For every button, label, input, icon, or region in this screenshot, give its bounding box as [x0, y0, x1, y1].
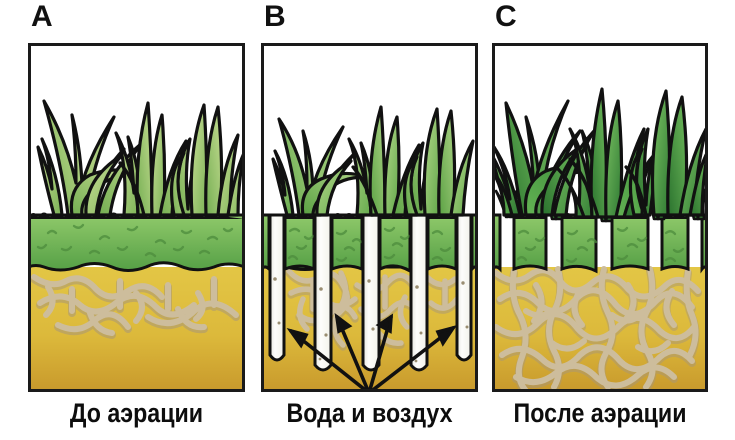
- panel-a-grass-clump-3: [169, 103, 244, 217]
- panel-b-scene: [262, 44, 477, 391]
- panel-a-caption: До аэрации: [69, 398, 204, 428]
- panel-b-grass-clump-3: [403, 107, 475, 217]
- panel-c-thatch-specks: [516, 226, 685, 263]
- panel-c-grass-clump-1: [493, 99, 596, 217]
- panel-c-frame: [492, 43, 708, 392]
- panel-a-root-network: [30, 274, 240, 339]
- panel-c-letter: C: [495, 0, 517, 33]
- panel-c-caption: После аэрации: [513, 398, 687, 428]
- panel-a-frame: [28, 43, 245, 392]
- panel-b-hole-grit: [273, 277, 469, 363]
- panel-b-illustration: [261, 43, 478, 392]
- panel-c-scene: [493, 44, 707, 391]
- panel-b-flow-arrows: [286, 312, 458, 391]
- panel-b-frame: [261, 43, 478, 392]
- panel-b-aeration-holes: [268, 213, 473, 372]
- panel-b-grass-clump-1: [271, 117, 367, 217]
- panel-b-hole-1: [268, 213, 286, 362]
- panel-a-thatch-specks: [36, 223, 234, 258]
- panel-c-root-network: [493, 266, 702, 391]
- panel-b-hole-2: [313, 213, 333, 372]
- panel-b-hole-4: [409, 213, 429, 372]
- panel-b-thatch-specks: [287, 226, 452, 262]
- panel-c-grass-clump-3: [624, 89, 707, 217]
- panel-a-grass-clump-1: [36, 99, 144, 217]
- panel-a-scene: [29, 44, 244, 391]
- panel-a-letter: A: [31, 0, 53, 33]
- panel-a-thatch-layer: [29, 213, 244, 272]
- panel-b-letter: B: [264, 0, 286, 33]
- panel-b-hole-5: [455, 213, 473, 362]
- panel-b-hole-3: [361, 213, 381, 372]
- panel-a-illustration: [28, 43, 245, 392]
- panel-c-illustration: [492, 43, 708, 392]
- panel-b-caption: Вода и воздух: [286, 398, 453, 428]
- panel-c-thatch-blocks: [493, 213, 707, 274]
